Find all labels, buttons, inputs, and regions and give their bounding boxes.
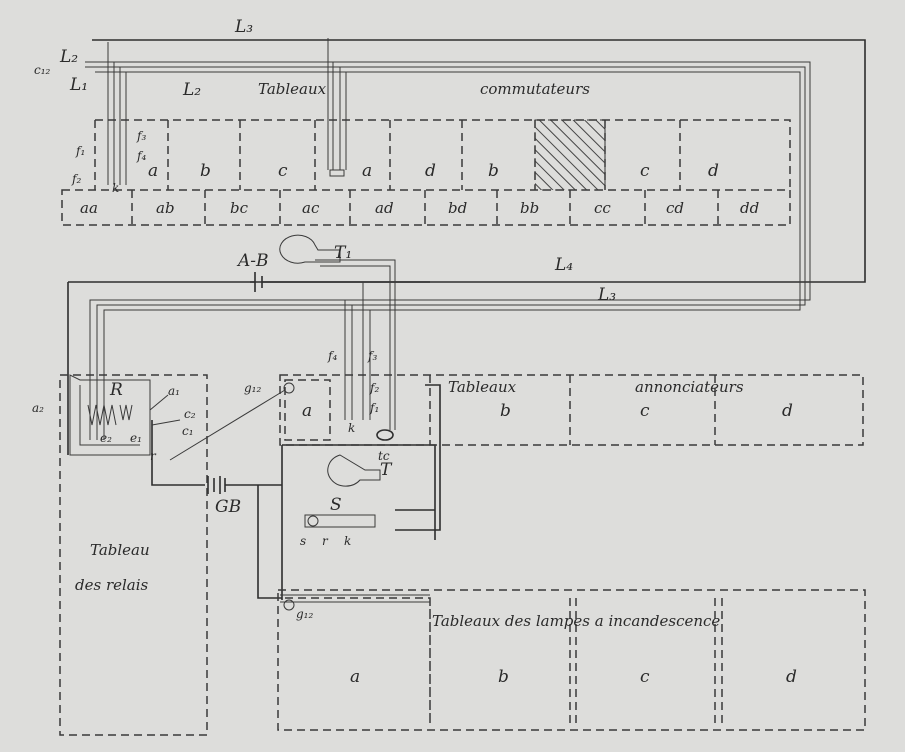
label-L3-mid: L₃ (597, 285, 616, 305)
lampes-title: Tableaux des lampes a incandescence (432, 612, 720, 630)
commutateurs-title-1: Tableaux (258, 80, 327, 98)
label-f3-mid: f₃ (367, 349, 377, 363)
label-battery-AB: A-B (236, 251, 269, 271)
top-wires (67, 38, 866, 455)
label-tc: tc (378, 449, 390, 463)
label-R: R (109, 380, 123, 400)
cell-bottom: bb (520, 199, 539, 217)
lampes-cell: b (498, 667, 509, 687)
cell-top: d (425, 161, 436, 181)
label-L4: L₄ (554, 255, 573, 275)
annonciateur-cell: b (500, 401, 511, 421)
cell-bottom: cc (594, 199, 611, 217)
cell-bottom: bc (230, 199, 249, 217)
label-T1: T₁ (334, 243, 352, 263)
middle-wires (151, 234, 441, 611)
cell-top: c (640, 161, 650, 181)
annonciateur-cell: c (640, 401, 650, 421)
label-L2: L₂ (59, 47, 78, 67)
label-f3: f₃ (136, 129, 146, 143)
cell-bottom: aa (80, 199, 98, 217)
cell-bottom: bd (448, 199, 467, 217)
label-f1-mid: f₁ (369, 401, 379, 415)
cell-bottom: ad (375, 199, 394, 217)
label-f4: f₄ (136, 149, 146, 163)
label-g12: g₁₂ (244, 381, 261, 395)
commutateurs-top-row: a b c a d b c d (148, 161, 719, 181)
commutateurs-bottom-row: aa ab bc ac ad bd bb cc cd dd (80, 199, 759, 217)
lampes-cell: c (640, 667, 650, 687)
commutateurs-title-2: commutateurs (480, 80, 590, 98)
label-f2-mid: f₂ (369, 381, 379, 395)
cell-bottom: ab (156, 199, 175, 217)
label-g12-lampes: g₁₂ (296, 607, 313, 621)
label-s: s (300, 534, 306, 548)
label-L2-mid: L₂ (182, 80, 201, 100)
annonciateur-cell: a (302, 401, 312, 421)
cell-top: b (200, 161, 211, 181)
cell-top: a (362, 161, 372, 181)
cell-bottom: ac (302, 199, 320, 217)
label-f4-mid: f₄ (327, 349, 337, 363)
annonciateurs-title-2: annonciateurs (635, 378, 744, 396)
label-f1: f₁ (75, 144, 85, 158)
lampes-cell: d (786, 667, 797, 687)
label-k-S: k (344, 534, 351, 548)
label-c12: c₁₂ (34, 63, 51, 77)
label-e2: e₂ (100, 431, 112, 445)
label-S: S (330, 495, 342, 515)
cell-top: a (148, 161, 158, 181)
label-a1: a₁ (168, 384, 180, 398)
relais-title-2: des relais (75, 576, 149, 594)
cell-top: d (708, 161, 719, 181)
annonciateurs-title-1: Tableaux (448, 378, 517, 396)
label-k-mid: k (348, 421, 355, 435)
label-c1: c₁ (182, 424, 194, 438)
label-c2: c₂ (184, 407, 196, 421)
label-k: k (112, 181, 119, 195)
label-f2: f₂ (71, 172, 81, 186)
panels (59, 374, 866, 736)
cell-top: c (278, 161, 288, 181)
commutateurs-panel (61, 119, 791, 226)
cell-bottom: cd (666, 199, 684, 217)
cell-bottom: dd (740, 199, 759, 217)
cell-top: b (488, 161, 499, 181)
label-GB: GB (215, 497, 241, 517)
label-a2: a₂ (32, 401, 44, 415)
label-T: T (380, 460, 393, 480)
relay (69, 374, 181, 456)
relais-title-1: Tableau (90, 541, 150, 559)
label-e1: e₁ (130, 431, 142, 445)
label-L3-top: L₃ (234, 17, 253, 37)
label-r-relay: r (150, 449, 157, 463)
label-r: r (322, 534, 329, 548)
annonciateur-cell: d (782, 401, 793, 421)
lampes-cell: a (350, 667, 360, 687)
label-L1: L₁ (69, 75, 88, 95)
